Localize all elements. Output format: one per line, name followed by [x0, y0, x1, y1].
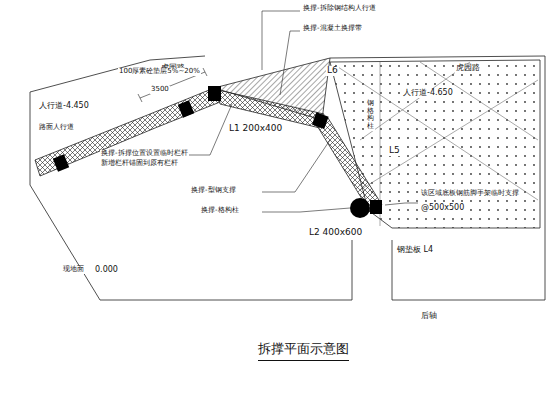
- drawing-label: 钢格构柱: [366, 100, 375, 131]
- drawing-label: 换撑-拆除钢结构人行道: [302, 5, 377, 13]
- drawing-label: 该区域底板钢筋脚手架临时支撑: [420, 190, 520, 198]
- drawing-label: 现地面: [62, 266, 85, 274]
- drawing-label: 人行道-4.650: [402, 89, 454, 98]
- drawing-label: 换撑-拆撑位置设置临时栏杆: [100, 150, 189, 158]
- drawing-caption: 拆撑平面示意图: [258, 340, 349, 361]
- drawing-label: 0.000: [94, 266, 119, 275]
- drawing-label: 3500: [150, 86, 170, 94]
- drawing-label: L2 400x600: [308, 228, 363, 238]
- drawing-label: 后轴: [420, 312, 438, 321]
- drawing-label: 换撑-型钢支撑: [190, 187, 237, 195]
- drawing-label: 人行道-4.450: [38, 102, 90, 111]
- drawing-label: L1 200x400: [228, 124, 283, 134]
- drawing-label: 换撑-格构柱: [200, 207, 240, 215]
- drawing-label: 新增栏杆锚固到原有栏杆: [100, 160, 179, 168]
- drawing-label: L6: [326, 66, 339, 76]
- drawing-label: 路面人行道: [38, 124, 75, 132]
- drawing-label: 虎园路: [455, 64, 481, 73]
- drawing-label: @500x500: [420, 204, 465, 213]
- drawing-label: 100厚素砼垫层5%~20%: [118, 68, 201, 76]
- drawing-label: 钢垫板 L4: [396, 246, 434, 255]
- drawing-label: L5: [388, 146, 401, 156]
- drawing-label: 换撑-混凝土换撑带: [302, 25, 363, 33]
